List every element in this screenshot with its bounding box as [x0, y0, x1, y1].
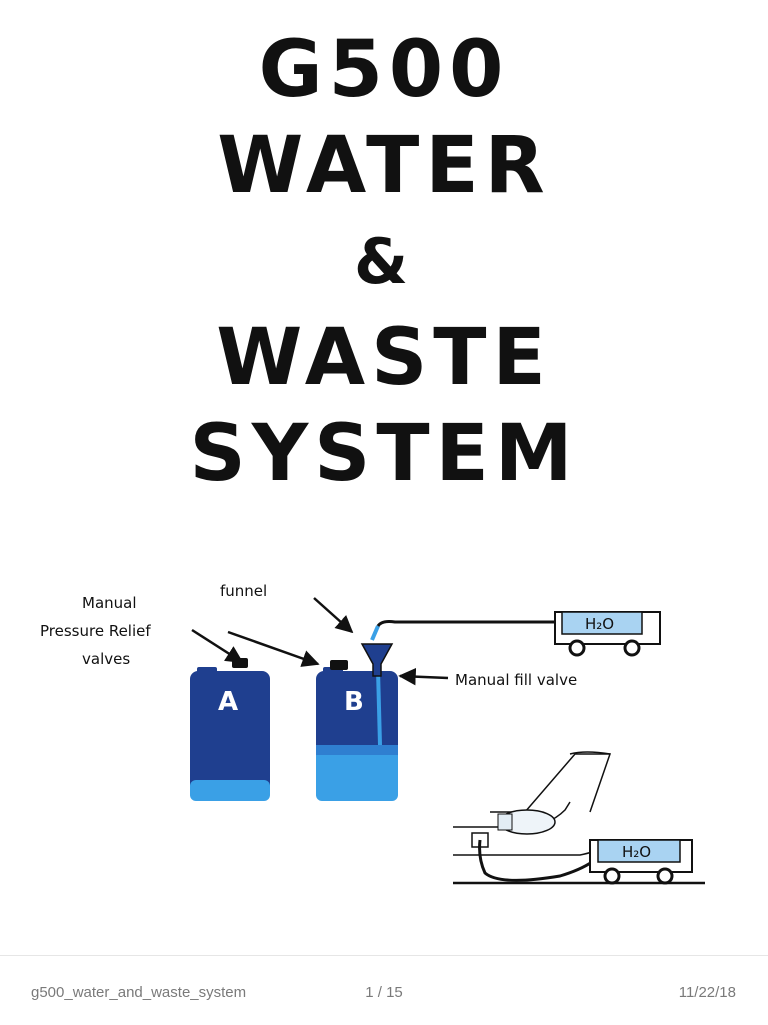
title-line-5: SYSTEM	[189, 409, 579, 499]
tank-a-label: A	[218, 687, 238, 717]
tank-b-label: B	[344, 687, 364, 717]
label-fill-valve: Manual fill valve	[455, 671, 577, 689]
water-system-illustration: Manual Pressure Relief valves funnel Man…	[40, 582, 705, 885]
label-pressure-relief-2: Pressure Relief	[40, 622, 151, 640]
title-line-4: WASTE	[216, 313, 552, 403]
label-pressure-relief-3: valves	[82, 650, 130, 668]
title-line-2: WATER	[217, 121, 551, 211]
drain-hose	[478, 839, 593, 882]
arrow-relief-a	[191, 628, 244, 664]
footer-date: 11/22/18	[678, 984, 736, 1001]
title-line-1: G500	[258, 25, 510, 115]
footer-page-number: 1 / 15	[365, 984, 403, 1001]
arrow-relief-b	[227, 630, 320, 667]
funnel	[360, 625, 394, 677]
water-truck-lower: H₂O	[589, 839, 693, 885]
truck-upper-label: H₂O	[585, 615, 614, 633]
tank-a: A	[190, 658, 270, 801]
label-funnel: funnel	[220, 582, 267, 600]
aircraft-tail	[453, 751, 612, 856]
arrow-fill-valve	[398, 667, 449, 686]
page-title: G500 WATER & WASTE SYSTEM	[0, 22, 768, 502]
label-pressure-relief-1: Manual	[82, 594, 137, 612]
footer-filename: g500_water_and_waste_system	[31, 984, 247, 1001]
arrow-funnel	[313, 597, 354, 634]
document-page: G500 WATER & WASTE SYSTEM Manual Pressur…	[0, 22, 768, 885]
truck-lower-label: H₂O	[622, 843, 651, 861]
fill-hose	[376, 620, 555, 627]
water-truck-upper: H₂O	[554, 611, 661, 657]
document-footer: g500_water_and_waste_system 1 / 15 11/22…	[0, 955, 768, 1025]
title-line-3: &	[353, 225, 415, 298]
tank-b: B	[316, 660, 398, 801]
